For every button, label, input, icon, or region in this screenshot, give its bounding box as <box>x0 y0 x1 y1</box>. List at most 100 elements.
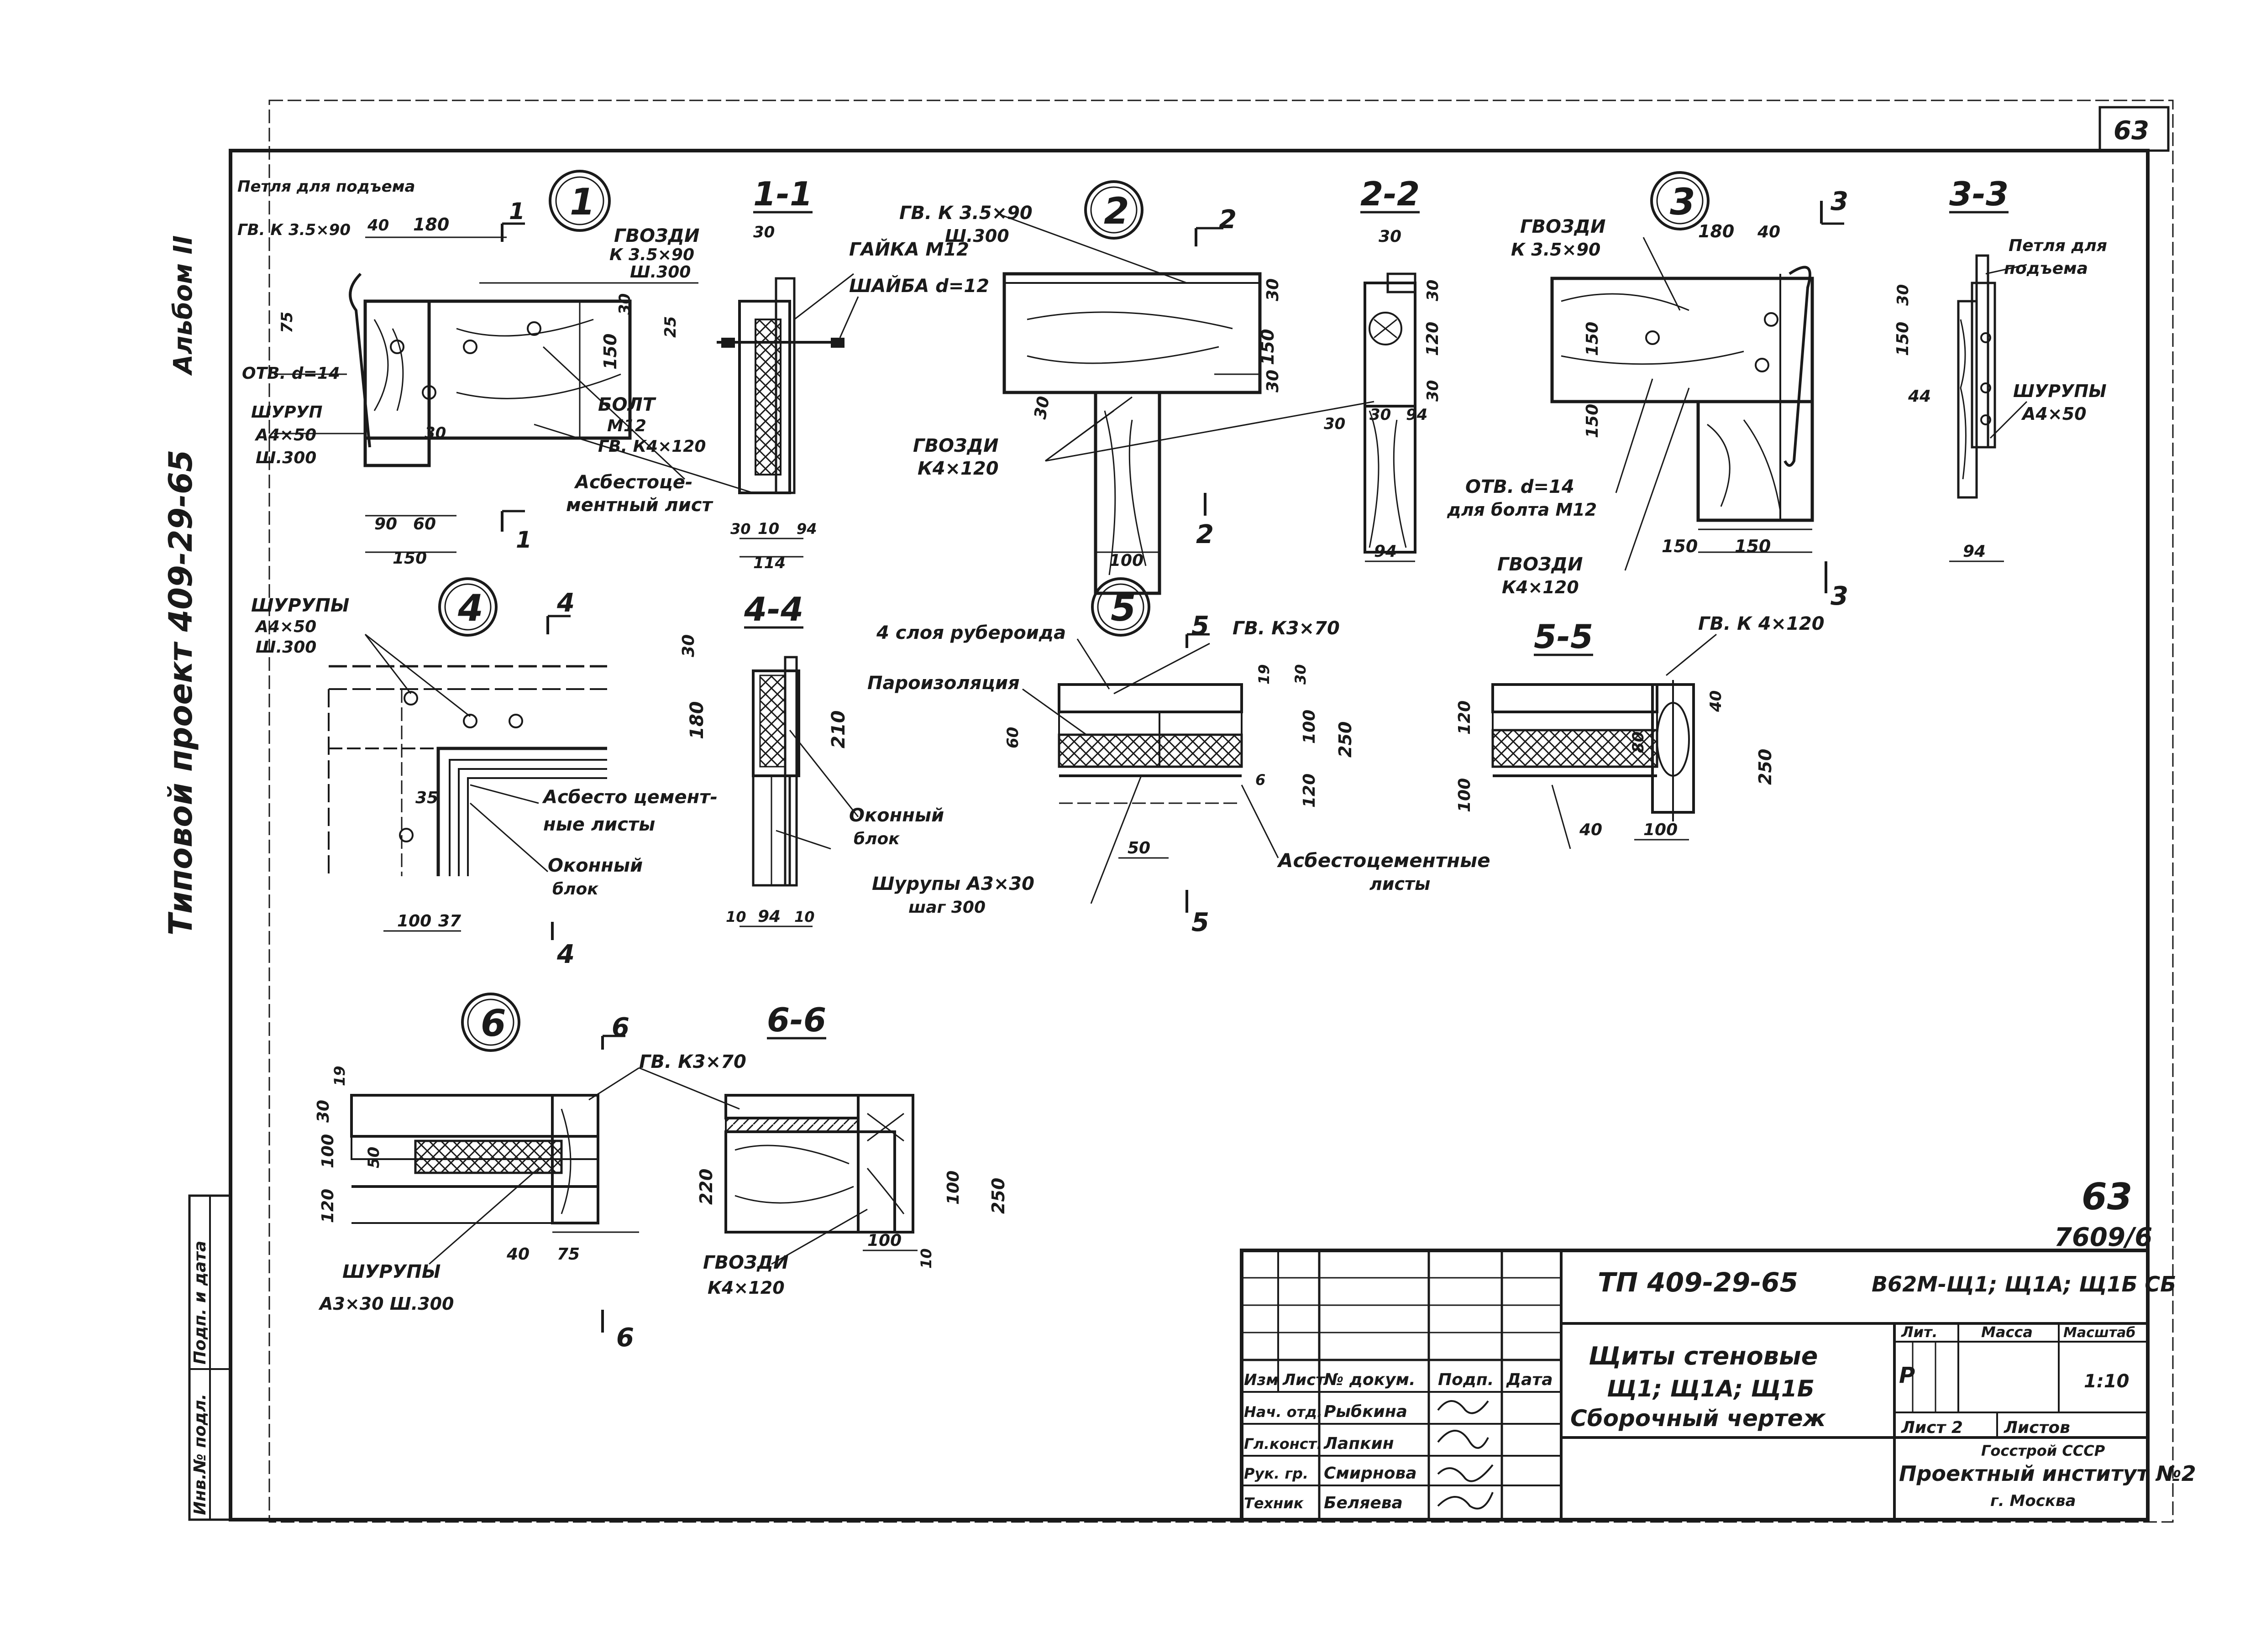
detail-2-number: 2 <box>1104 190 1129 232</box>
d4-cut-bottom: 4 <box>556 940 575 969</box>
d5-label-nail: ГВ. К3×70 <box>1233 618 1340 639</box>
side-album: Альбом II <box>168 235 198 376</box>
d3-dim-40: 40 <box>1757 223 1780 241</box>
d6-cut-top: 6 <box>612 1013 629 1042</box>
s22-dim-94: 94 <box>1374 542 1397 561</box>
d1-label-bolt: БОЛТ <box>598 394 656 415</box>
tb-doc-code: ТП 409-29-65 <box>1598 1267 1798 1298</box>
d1-label-asb-2: ментный лист <box>566 495 713 516</box>
detail-4: 4 4 4 ШУРУПЫ А4×50 Ш.300 Асбесто цемент-… <box>251 577 718 969</box>
d5-dim-60: 60 <box>1004 727 1022 748</box>
stamp-sign-date: Подп. и дата <box>191 1241 210 1364</box>
s55-dim-100: 100 <box>1455 778 1474 812</box>
d1-dim-30: 30 <box>616 293 634 315</box>
tb-role-2: Рук. гр. <box>1244 1465 1308 1482</box>
d3-dim-150c: 150 <box>1662 536 1698 556</box>
d4-dim-37: 37 <box>438 912 461 931</box>
s33-label-loop-1: Петля для <box>2009 236 2107 255</box>
s66-dim-100: 100 <box>944 1171 963 1205</box>
s33-label-screws-size: А4×50 <box>2021 404 2087 424</box>
s44-dim-30: 30 <box>679 634 698 657</box>
s55-dim-100b: 100 <box>1643 821 1678 839</box>
d1-label-loop-1: Петля для подъема <box>237 178 415 196</box>
d2-cut-top: 2 <box>1219 205 1237 235</box>
tb-org-2: Проектный институт №2 <box>1899 1461 2196 1486</box>
s44-dim-180: 180 <box>687 701 708 740</box>
d4-label-screws-size: А4×50 <box>254 617 316 636</box>
d1-label-nut: ГАЙКА М12 <box>849 238 969 260</box>
d5-dim-30: 30 <box>1292 664 1309 685</box>
d5-dim-100: 100 <box>1300 710 1319 744</box>
d6-dim-120: 120 <box>319 1189 337 1223</box>
d2-label-nail: ГВ. К 3.5×90 <box>899 203 1033 224</box>
detail-3: 3 3 3 ГВОЗДИ К 3.5×90 ОТВ. d=14 для болт… <box>1447 171 1848 611</box>
tb-role-0: Нач. отд. <box>1244 1403 1322 1421</box>
section-6-6: 6-6 ГВОЗДИ К4×120 220 100 250 100 10 <box>696 1001 1008 1298</box>
d6-dim-50: 50 <box>365 1147 383 1168</box>
d5-dim-6: 6 <box>1255 771 1265 789</box>
d6-dim-30: 30 <box>314 1100 333 1123</box>
tb-title-3: Сборочный чертеж <box>1570 1405 1826 1432</box>
section-3-3: 3-3 Петля для подъема ШУРУПЫ А4×50 30 15… <box>1894 175 2107 562</box>
d4-dim-100: 100 <box>397 912 431 931</box>
d3-label-nails-size: К 3.5×90 <box>1511 240 1600 260</box>
d1-dim-75: 75 <box>278 312 296 333</box>
page-number-box <box>2098 106 2170 152</box>
d1-label-washer: ШАЙБА d=12 <box>849 275 989 297</box>
d1-label-screw-step: Ш.300 <box>256 449 316 467</box>
d3-dim-150b: 150 <box>1583 404 1602 438</box>
s44-dim-10b: 10 <box>794 908 815 925</box>
d3-cut-bottom: 3 <box>1831 581 1848 611</box>
d1-dim-40: 40 <box>367 216 389 235</box>
side-project-title: Типовой проект 409-29-65 <box>162 450 199 936</box>
tb-scale-label: Масштаб <box>2063 1325 2135 1341</box>
s22-dim-30b: 30 <box>1424 380 1442 402</box>
section-5-5: 5-5 ГВ. К 4×120 120 100 80 40 250 40 100 <box>1455 613 1825 849</box>
d5-label-vapor: Пароизоляция <box>867 673 1020 694</box>
tb-name-0: Рыбкина <box>1324 1402 1407 1421</box>
d3-dim-180: 180 <box>1698 221 1734 241</box>
s33-dim-30: 30 <box>1894 284 1912 306</box>
d5-label-asb-2: листы <box>1369 874 1430 894</box>
d1-dim-150b: 150 <box>393 549 427 568</box>
d6-dim-40: 40 <box>506 1245 530 1264</box>
tb-sheets-label: Листов <box>2004 1418 2070 1437</box>
d5-cut-bottom: 5 <box>1191 908 1209 937</box>
section-1-1: 1-1 30 30 10 94 114 <box>717 175 859 572</box>
d2-dim-150: 150 <box>1258 329 1278 365</box>
d5-dim-120: 120 <box>1300 774 1319 808</box>
s44-dim-10a: 10 <box>726 908 746 925</box>
d5-label-screws: Шурупы А3×30 <box>872 873 1034 894</box>
d6-dim-19: 19 <box>331 1066 348 1086</box>
detail-1-marker-circle <box>549 170 611 232</box>
d5-label-asb-1: Асбестоцементные <box>1277 849 1490 872</box>
d3-cut-top: 3 <box>1831 187 1848 216</box>
d4-label-window: Оконный <box>548 855 643 876</box>
d5-dim-250: 250 <box>1335 721 1355 758</box>
tb-title-2: Щ1; Щ1А; Щ1Б <box>1607 1375 1815 1402</box>
d3-label-nails2-size: К4×120 <box>1502 577 1579 597</box>
tb-org-3: г. Москва <box>1990 1492 2076 1510</box>
d6-label-nail: ГВ. К3×70 <box>639 1051 746 1072</box>
d2-dim-30: 30 <box>1264 278 1282 301</box>
outer-trim-line <box>268 99 2174 1523</box>
d4-label-asb-2: ные листы <box>543 814 655 835</box>
section-4-4: 4-4 Оконный блок 30 180 210 10 94 10 <box>679 590 944 927</box>
d1-label-asb-1: Асбестоце- <box>574 472 692 493</box>
d2-cut-bottom: 2 <box>1196 520 1214 549</box>
d6-label-screws-size: А3×30 Ш.300 <box>318 1294 454 1314</box>
d1-dim-90: 90 <box>374 515 397 533</box>
tb-name-1: Лапкин <box>1323 1434 1394 1453</box>
d6-label-screws: ШУРУПЫ <box>342 1261 441 1282</box>
d2-dim-30c: 30 <box>1031 395 1053 420</box>
d5-label-step: шаг 300 <box>908 898 986 917</box>
section-6-6-title: 6-6 <box>767 1001 826 1039</box>
d5-label-roofing: 4 слоя рубероида <box>876 622 1066 643</box>
s66-dim-250: 250 <box>988 1178 1008 1214</box>
s22-dim-30c: 30 <box>1324 415 1345 433</box>
s11-dim-94: 10 <box>758 520 779 538</box>
d3-label-hole: ОТВ. d=14 <box>1465 476 1574 497</box>
d2-dim-30b: 30 <box>1264 370 1282 392</box>
d4-label-asb-1: Асбесто цемент- <box>542 787 718 808</box>
